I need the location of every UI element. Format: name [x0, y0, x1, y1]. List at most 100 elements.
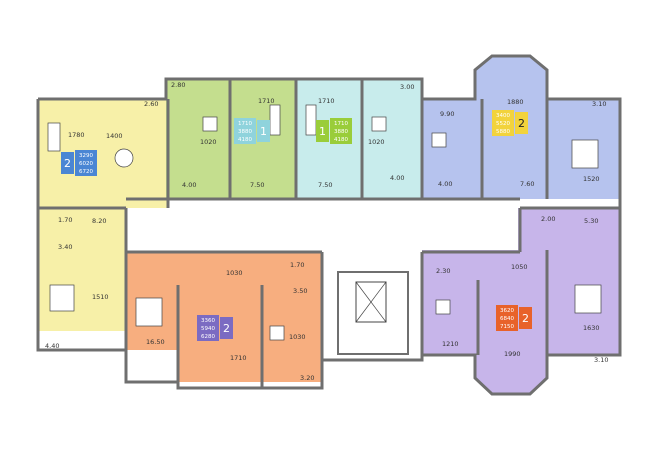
room-label: 4.00 [438, 180, 452, 188]
room-label: 1990 [504, 350, 521, 358]
badge-area-1: 1710 [238, 121, 252, 127]
apt-orange-fill-bottom [178, 350, 322, 382]
table-purple [435, 299, 451, 315]
table-cyan [371, 116, 387, 132]
room-label: 3.50 [293, 287, 307, 295]
room-label: 1020 [368, 138, 385, 146]
bed-purple [574, 284, 602, 314]
badge-areas-bg [234, 118, 256, 144]
badge-area-2: 6840 [500, 316, 514, 322]
badge-area-3: 5880 [496, 129, 510, 135]
stairwell [337, 271, 409, 355]
room-label: 7.50 [318, 181, 332, 189]
badge-apt-green: 1710 3880 4180 1 [234, 118, 270, 144]
badge-rooms-bg [61, 152, 74, 174]
apt-yellow-fill-top [38, 99, 168, 208]
room-label: 1.70 [58, 216, 72, 224]
room-label: 1710 [258, 97, 275, 105]
sofa-yellow [47, 122, 61, 152]
table-orange [269, 325, 285, 341]
sofa-cyan [305, 104, 317, 136]
badge-rooms: 2 [223, 322, 230, 335]
badge-area-1: 3360 [201, 318, 215, 324]
room-label: 9.90 [440, 110, 454, 118]
badge-area-2: 3880 [238, 129, 252, 135]
room-label: 1210 [442, 340, 459, 348]
room-label: 1520 [583, 175, 600, 183]
badge-rooms: 2 [64, 157, 71, 170]
badge-apt-cyan: 1 1710 3880 4180 [316, 118, 352, 144]
badge-rooms: 1 [319, 125, 326, 138]
room-label: 7.50 [250, 181, 264, 189]
room-label: 16.50 [146, 338, 165, 346]
badge-apt-purple: 3620 6840 7150 2 [496, 305, 532, 331]
apartment-yellow [38, 99, 168, 331]
badge-rooms-bg [220, 317, 233, 339]
badge-area-1: 3400 [496, 113, 510, 119]
badge-area-1: 3620 [500, 308, 514, 314]
badge-areas-bg [492, 110, 514, 136]
room-label: 4.40 [45, 342, 59, 350]
bed-blue [571, 139, 599, 169]
room-label: 1510 [92, 293, 109, 301]
apt-purple-fill-top [518, 208, 620, 250]
room-label: 2.00 [541, 215, 555, 223]
room-label: 1050 [511, 263, 528, 271]
badge-rooms: 1 [260, 125, 267, 138]
furniture [47, 104, 602, 341]
bed-yellow [49, 284, 75, 312]
room-label: 4.00 [390, 174, 404, 182]
walls [36, 54, 622, 396]
room-label: 1.70 [290, 261, 304, 269]
room-label: 1710 [318, 97, 335, 105]
dining-table-yellow [114, 148, 134, 168]
badge-areas-bg [496, 305, 518, 331]
room-label: 1780 [68, 131, 85, 139]
room-label: 4.00 [182, 181, 196, 189]
sofa-green [269, 104, 281, 136]
room-label: 1020 [200, 138, 217, 146]
elevator-shaft [355, 281, 387, 323]
room-label: 3.10 [594, 356, 608, 364]
badge-rooms: 2 [518, 117, 525, 130]
badge-rooms-bg [519, 307, 532, 329]
room-label: 1880 [507, 98, 524, 106]
apt-blue-fill-bay [475, 56, 547, 99]
table-blue [431, 132, 447, 148]
room-label: 3.40 [58, 243, 72, 251]
badge-areas-bg [197, 315, 219, 341]
badge-apt-yellow: 2 3290 6020 6720 [61, 150, 97, 176]
badge-area-2: 3880 [334, 129, 348, 135]
elevator-x2 [355, 281, 387, 323]
badge-areas-bg [330, 118, 352, 144]
badge-areas-bg [75, 150, 97, 176]
apt-green-fill-right [288, 79, 296, 199]
badge-area-2: 6020 [79, 161, 93, 167]
badge-area-3: 7150 [500, 324, 514, 330]
room-label: 1710 [230, 354, 247, 362]
apt-purple-fill-bay [475, 355, 547, 394]
badge-apt-blue: 3400 5520 5880 2 [492, 110, 528, 136]
apartment-purple [422, 208, 620, 394]
room-label: 3.20 [300, 374, 314, 382]
badge-area-1: 1710 [334, 121, 348, 127]
badge-area-1: 3290 [79, 153, 93, 159]
badge-area-3: 6720 [79, 169, 93, 175]
room-label: 2.60 [144, 100, 158, 108]
table-green [202, 116, 218, 132]
room-label: 3.00 [400, 83, 414, 91]
room-label: 3.10 [592, 100, 606, 108]
room-label: 5.30 [584, 217, 598, 225]
room-label: 7.60 [520, 180, 534, 188]
badge-rooms-bg [515, 112, 528, 134]
room-label: 2.80 [171, 81, 185, 89]
room-label: 8.20 [92, 217, 106, 225]
badge-rooms-bg [257, 120, 270, 142]
room-label: 1400 [106, 132, 123, 140]
room-labels: 2.60 1400 1780 8.20 1.70 3.40 1510 4.40 … [45, 81, 608, 382]
badge-rooms: 2 [522, 312, 529, 325]
badge-area-2: 5940 [201, 326, 215, 332]
badge-area-3: 4180 [334, 137, 348, 143]
badge-rooms-bg [316, 120, 329, 142]
